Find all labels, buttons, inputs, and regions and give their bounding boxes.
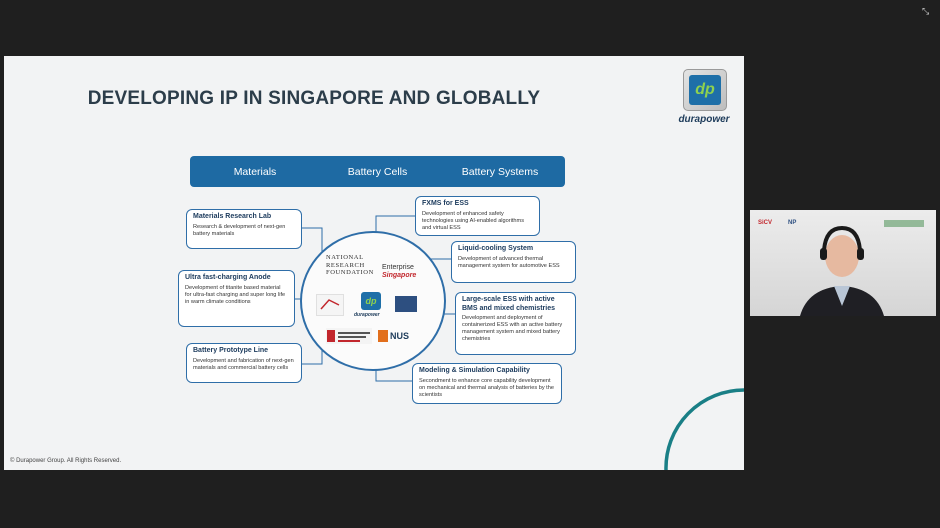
box-title: Battery Prototype Line: [193, 347, 269, 354]
nrf-logo-text: NATIONAL RESEARCH FOUNDATION: [326, 254, 374, 277]
box-liquid-cooling-system: Liquid-cooling System Development of adv…: [451, 241, 576, 283]
enterprise-singapore-logo: Enterprise Singapore: [382, 264, 416, 280]
slide-title: DEVELOPING IP IN SINGAPORE AND GLOBALLY: [87, 88, 541, 109]
ntu-logo: [326, 328, 372, 344]
box-battery-prototype-line: Battery Prototype Line Development and f…: [186, 343, 302, 383]
dp-partner-brand: durapower: [354, 312, 380, 318]
nrf-line-3: FOUNDATION: [326, 269, 374, 276]
presenter-avatar: [800, 225, 884, 316]
box-title: Materials Research Lab: [193, 213, 272, 220]
nrf-line-2: RESEARCH: [326, 261, 365, 269]
webcam-logo-3: [884, 220, 924, 227]
connector-left-1: [302, 227, 323, 252]
box-large-scale-ess: Large-scale ESS with active BMS and mixe…: [455, 292, 576, 355]
nus-logo: NUS: [378, 328, 418, 344]
box-desc: Secondment to enhance core capability de…: [419, 377, 554, 398]
webcam-logo-2: NP: [788, 220, 797, 226]
nrf-line-1: NATIONAL: [326, 254, 364, 261]
connector-right-4: [375, 366, 412, 382]
box-desc: Development of enhanced safety technolog…: [422, 210, 524, 231]
box-title: FXMS for ESS: [422, 200, 469, 207]
box-materials-research-lab: Materials Research Lab Research & develo…: [186, 209, 302, 249]
webcam-video-tile[interactable]: SiCV NP: [750, 210, 936, 316]
box-title: Modeling & Simulation Capability: [419, 367, 530, 374]
box-ultra-fast-charging-anode: Ultra fast-charging Anode Development of…: [178, 270, 295, 327]
webcam-logo-1: SiCV: [758, 220, 773, 226]
dp-partner-logo: dp: [361, 292, 381, 310]
box-title: Liquid-cooling System: [458, 245, 534, 252]
box-desc: Development and fabrication of next-gen …: [193, 357, 294, 371]
partner-logo-1: [316, 294, 344, 316]
category-bar: Materials Battery Cells Battery Systems: [190, 156, 565, 187]
box-modeling-simulation: Modeling & Simulation Capability Secondm…: [412, 363, 562, 404]
category-materials: Materials: [233, 165, 277, 178]
es-line-2: Singapore: [382, 272, 417, 279]
box-desc: Research & development of next-gen batte…: [193, 223, 286, 237]
category-battery-cells: Battery Cells: [347, 165, 408, 178]
connector-right-1: [375, 215, 415, 236]
brand-name: durapower: [678, 114, 730, 125]
shared-slide: DEVELOPING IP IN SINGAPORE AND GLOBALLY …: [4, 56, 744, 470]
decorative-arc: [664, 388, 744, 470]
category-battery-systems: Battery Systems: [461, 165, 539, 178]
box-title: Ultra fast-charging Anode: [185, 274, 271, 281]
copyright: © Durapower Group. All Rights Reserved.: [10, 458, 122, 464]
box-desc: Development of titanite based material f…: [185, 284, 286, 305]
box-desc: Development of advanced thermal manageme…: [458, 255, 560, 269]
fullscreen-icon[interactable]: ⤡: [922, 6, 930, 16]
box-fxms-for-ess: FXMS for ESS Development of enhanced saf…: [415, 196, 540, 236]
nus-text: NUS: [390, 331, 410, 341]
dp-logo-mark: dp: [689, 75, 721, 105]
es-line-1: Enterprise: [382, 264, 414, 271]
box-desc: Development and deployment of containeri…: [462, 315, 563, 342]
partner-logo-3: [395, 296, 417, 312]
box-title: Large-scale ESS with active BMS and mixe…: [462, 296, 555, 312]
durapower-logo: dp: [683, 69, 727, 111]
